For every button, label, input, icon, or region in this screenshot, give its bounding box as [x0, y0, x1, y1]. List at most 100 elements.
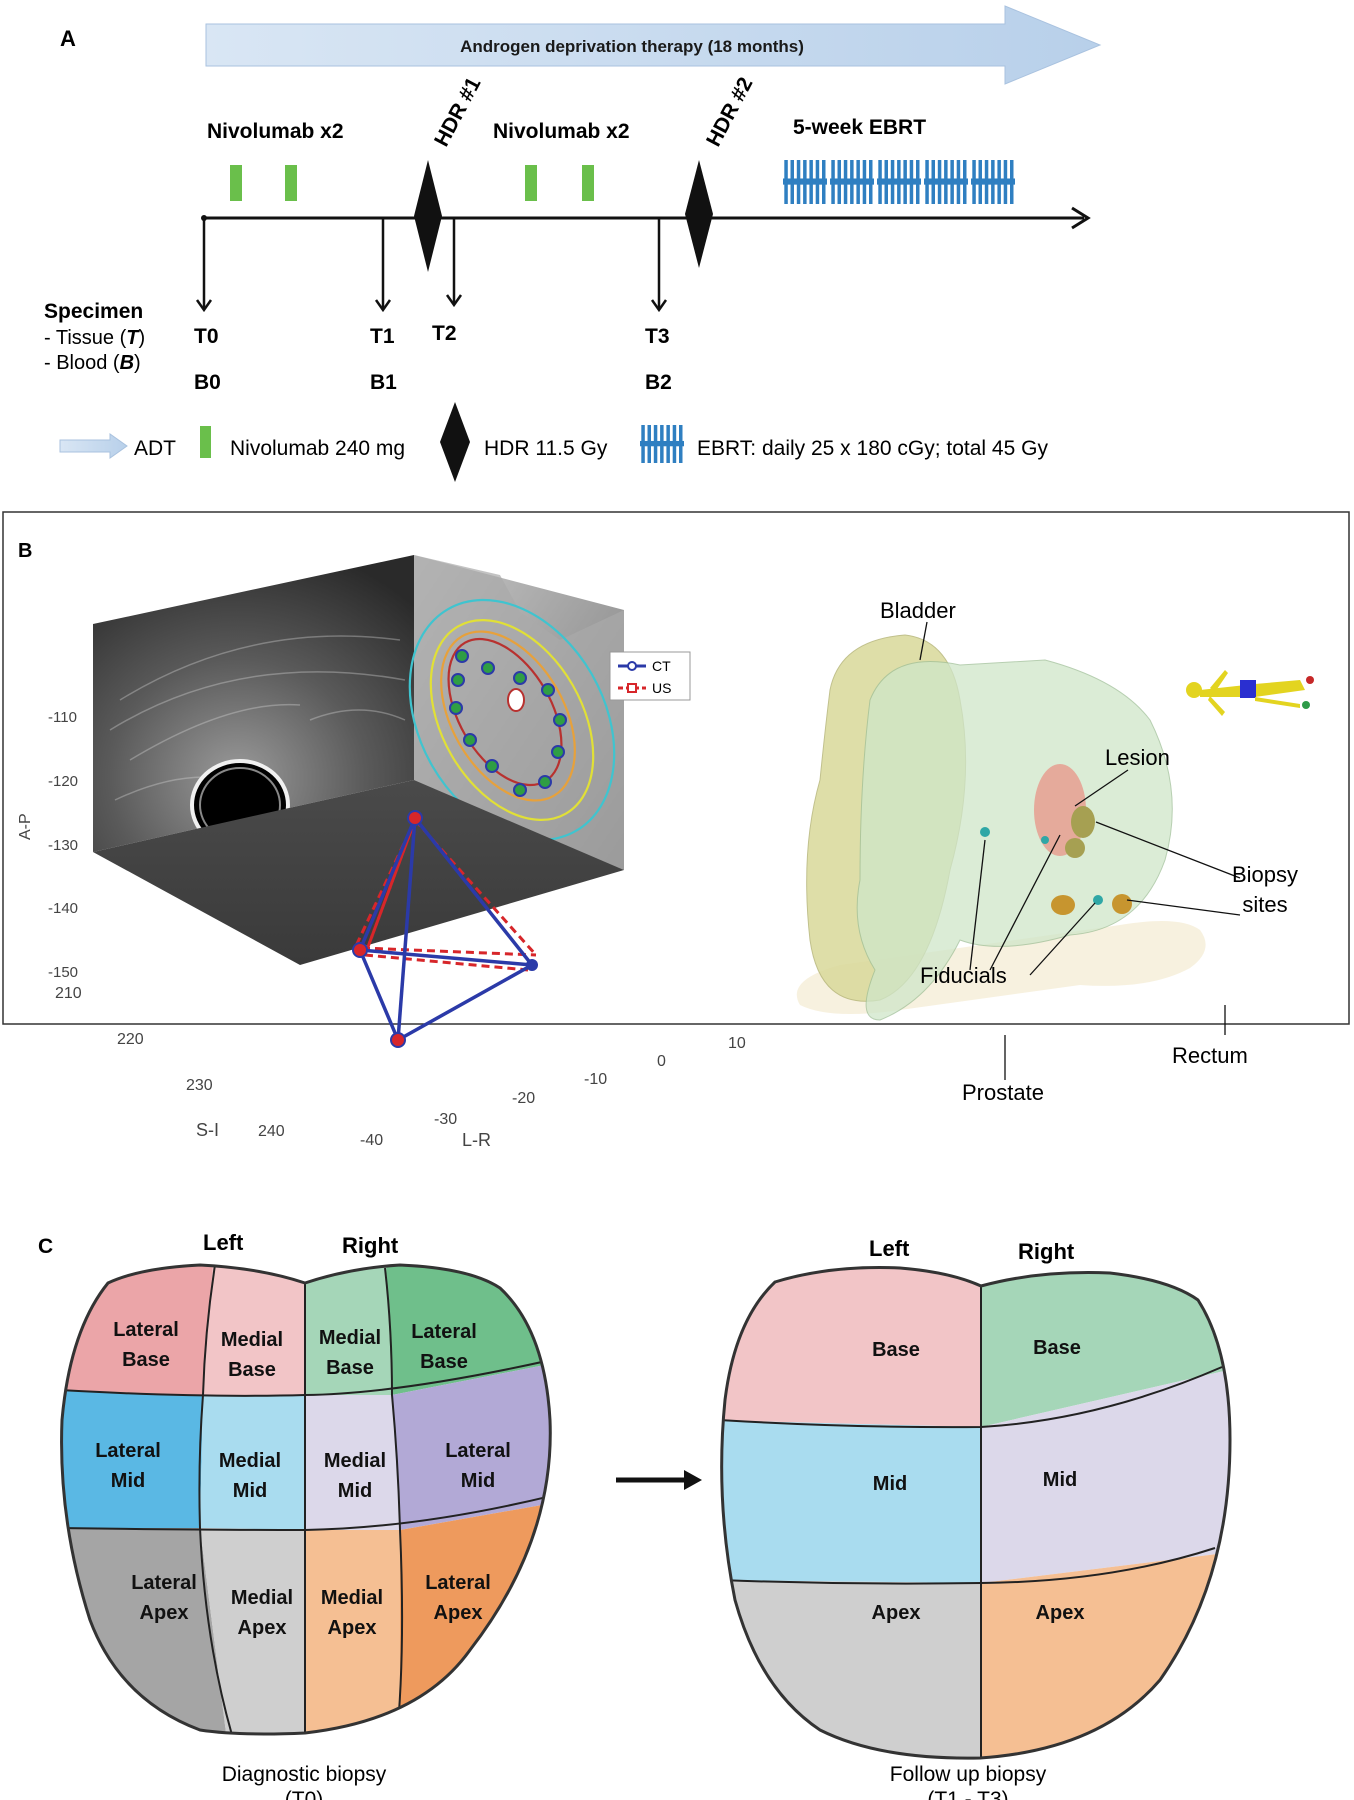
lr-tick-5: 0 [657, 1053, 666, 1070]
lr-tick-6: 10 [728, 1035, 746, 1052]
nivolumab-1-heading: Nivolumab x2 [207, 120, 344, 143]
apex-right [981, 1550, 1230, 1759]
fu-left-heading: Left [869, 1236, 910, 1261]
nivolumab-dose-1 [230, 165, 242, 201]
legend-nivolumab-bar [200, 426, 211, 458]
nivolumab-dose-3 [525, 165, 537, 201]
adt-arrow [205, 5, 1102, 85]
fu-mid-left: Mid [873, 1473, 907, 1495]
timepoint-t3: T3 [645, 325, 670, 348]
lr-tick-1: -40 [360, 1132, 383, 1149]
panel-c-label: C [38, 1235, 53, 1258]
fu-right-heading: Right [1018, 1239, 1075, 1264]
timeline-arrowhead [1071, 206, 1091, 230]
panel-a: A Androgen deprivation therapy (18 month… [44, 5, 1102, 482]
blood-b0: B0 [194, 371, 221, 394]
patient-orientation-figure [1186, 670, 1314, 716]
adt-arrow-text: Androgen deprivation therapy (18 months) [460, 37, 804, 56]
fiducials-label: Fiducials [920, 963, 1007, 988]
si-tick-2: 220 [117, 1031, 144, 1048]
fu-base-right: Base [1033, 1337, 1081, 1359]
lateral-base-left [61, 1265, 215, 1395]
med-apex-l-2: Apex [238, 1617, 287, 1639]
blood-b1: B1 [370, 371, 397, 394]
prostate-shape [856, 659, 1173, 1021]
biopsy-site-2 [1065, 838, 1085, 858]
legend-ebrt-comb [640, 425, 684, 463]
lesion-label: Lesion [1105, 745, 1170, 770]
med-apex-l-1: Medial [231, 1587, 293, 1609]
lat-mid-r-1: Lateral [445, 1440, 511, 1462]
ap-axis-label: A-P [17, 813, 34, 840]
med-base-r-1: Medial [319, 1327, 381, 1349]
medial-apex-right [305, 1530, 400, 1734]
caption-followup-2: (T1 - T3) [927, 1788, 1008, 1800]
panel-b: B [2, 511, 1350, 1150]
med-base-r-2: Base [326, 1357, 374, 1379]
fiducial-3 [1041, 836, 1049, 844]
hdr-2-diamond [685, 160, 713, 268]
biopsy-site-3 [1051, 895, 1075, 915]
lateral-mid-left [61, 1390, 203, 1528]
si-axis-label: S-I [196, 1120, 219, 1140]
lat-mid-l-1: Lateral [95, 1440, 161, 1462]
medial-mid-right [305, 1395, 400, 1530]
bladder-label: Bladder [880, 598, 956, 623]
lateral-mid-right [392, 1360, 551, 1530]
fiducial-tetrahedron [352, 810, 538, 1048]
timepoint-t0: T0 [194, 325, 219, 348]
ultrasound-plane [93, 555, 414, 852]
legend-hdr-text: HDR 11.5 Gy [484, 437, 608, 460]
panel-c: C Left Right Left Right [38, 1230, 1232, 1800]
biopsy-site-4 [1112, 894, 1132, 914]
med-base-l-2: Base [228, 1359, 276, 1381]
ap-tick-1: -110 [48, 709, 77, 726]
legend-hdr-diamond [440, 402, 470, 482]
anatomy-render [796, 621, 1314, 1080]
med-apex-r-2: Apex [328, 1617, 377, 1639]
panel-b-label: B [18, 540, 32, 562]
si-tick-1: 210 [55, 985, 82, 1002]
specimen-arrows [195, 218, 668, 313]
fu-base-left: Base [872, 1339, 920, 1361]
rectum-label: Rectum [1172, 1043, 1248, 1068]
med-mid-l-2: Mid [233, 1480, 267, 1502]
medial-base-left [203, 1265, 305, 1395]
specimen-tissue: - Tissue (T) [44, 327, 145, 349]
med-mid-r-1: Medial [324, 1450, 386, 1472]
hdr-1-label: HDR #1 [430, 73, 486, 150]
ap-tick-3: -130 [48, 837, 78, 854]
legend-ct-label: CT [652, 658, 671, 674]
caption-followup-1: Follow up biopsy [890, 1763, 1047, 1786]
nivolumab-dose-4 [582, 165, 594, 201]
lesion-shape [1034, 764, 1086, 856]
med-mid-r-2: Mid [338, 1480, 372, 1502]
si-tick-4: 240 [258, 1123, 285, 1140]
lat-base-r-2: Base [420, 1351, 468, 1373]
ebrt-fractions [783, 160, 1015, 204]
legend-adt-text: ADT [134, 437, 176, 460]
mid-left [721, 1420, 981, 1583]
legend-adt-arrow [59, 433, 128, 459]
lat-base-l-2: Base [122, 1349, 170, 1371]
lat-apex-l-1: Lateral [131, 1572, 197, 1594]
diag-left-heading: Left [203, 1230, 244, 1255]
panel-a-label: A [60, 26, 76, 51]
diag-right-heading: Right [342, 1233, 399, 1258]
medial-base-right [305, 1265, 392, 1395]
caption-diagnostic-2: (T0) [285, 1788, 324, 1800]
med-mid-l-1: Medial [219, 1450, 281, 1472]
lr-tick-2: -30 [434, 1111, 457, 1128]
lat-base-r-1: Lateral [411, 1321, 477, 1343]
fu-apex-right: Apex [1036, 1602, 1085, 1624]
prostate-label: Prostate [962, 1080, 1044, 1105]
fu-apex-left: Apex [872, 1602, 921, 1624]
specimen-blood: - Blood (B) [44, 352, 141, 374]
lr-tick-3: -20 [512, 1090, 535, 1107]
ap-tick-4: -140 [48, 900, 78, 917]
ap-tick-2: -120 [48, 773, 78, 790]
lat-mid-l-2: Mid [111, 1470, 145, 1492]
biopsy-label-2: sites [1242, 892, 1287, 917]
lat-mid-r-2: Mid [461, 1470, 495, 1492]
lateral-apex-right [400, 1500, 551, 1734]
